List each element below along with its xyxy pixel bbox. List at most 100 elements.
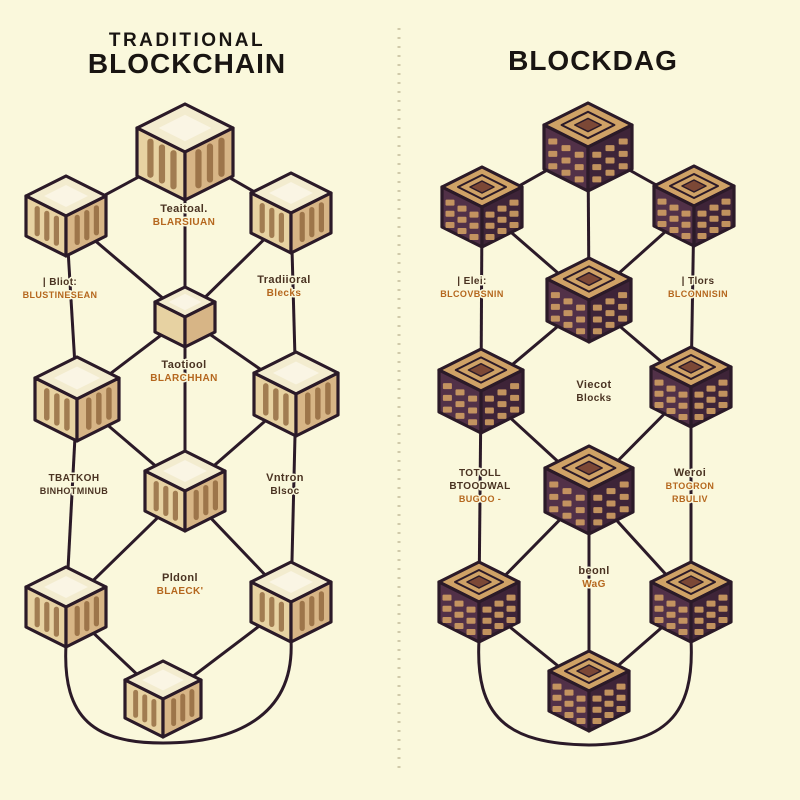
cube-top-core — [575, 460, 603, 476]
circuit-dot-texture — [468, 419, 478, 426]
circuit-dot-texture — [605, 145, 615, 152]
circuit-dot-texture — [574, 164, 584, 171]
circuit-dot-texture — [592, 316, 602, 323]
circuit-dot-texture — [592, 695, 602, 702]
circuit-dot-texture — [681, 233, 691, 239]
cube-top-core — [681, 179, 707, 193]
circuit-dot-texture — [442, 605, 452, 612]
circuit-dot-texture — [510, 406, 520, 413]
circuit-dot-texture — [509, 210, 519, 217]
cube-top-highlight — [272, 361, 320, 385]
circuit-dot-texture — [709, 215, 719, 222]
circuit-dot-texture — [576, 304, 586, 311]
cube-top-core — [574, 117, 602, 133]
circuit-dot-texture — [576, 718, 586, 724]
circuit-dot-texture — [576, 695, 586, 702]
circuit-dot-texture — [678, 617, 688, 624]
circuit-dot-texture — [442, 406, 452, 413]
block-label-line: BUGOO - — [459, 494, 501, 504]
cube-top-core — [678, 360, 704, 374]
block-label-line: BLARCHHAN — [150, 373, 217, 384]
circuit-dot-texture — [654, 605, 664, 612]
circuit-dot-texture — [563, 321, 573, 328]
circuit-dot-texture — [694, 391, 704, 398]
circuit-dot-texture — [548, 150, 558, 157]
right-title: BLOCKDAG — [508, 45, 678, 76]
cube-top-inset-outline — [457, 174, 507, 200]
circuit-dot-texture — [494, 623, 504, 629]
circuit-dot-texture — [454, 611, 464, 618]
circuit-dot-texture — [466, 629, 476, 635]
circuit-dot-texture — [484, 395, 494, 402]
circuit-dot-texture — [657, 221, 667, 227]
circuit-dot-texture — [469, 222, 479, 229]
circuit-dot-texture — [457, 216, 467, 223]
circuit-dot-texture — [618, 163, 628, 170]
circuit-dot-texture — [718, 605, 728, 612]
circuit-dot-texture — [564, 700, 574, 707]
block-label-line: BLARSIUAN — [153, 217, 216, 228]
circuit-dot-texture — [678, 606, 688, 613]
circuit-dot-texture — [561, 145, 571, 152]
block-label-line: BLAECK' — [157, 586, 204, 597]
circuit-dot-texture — [457, 205, 467, 212]
cube-top-core — [467, 362, 495, 378]
cube-top-inset-outline — [560, 110, 616, 140]
circuit-dot-texture — [510, 394, 520, 401]
circuit-dot-texture — [485, 234, 495, 240]
dag-block-cube — [440, 165, 524, 249]
circuit-dot-texture — [592, 151, 602, 158]
dag-block-cube — [652, 164, 736, 248]
circuit-dot-texture — [616, 694, 626, 701]
circuit-dot-texture — [509, 199, 519, 206]
circuit-dot-texture — [606, 512, 616, 519]
circuit-dot-texture — [654, 379, 664, 386]
circuit-dot-texture — [618, 150, 628, 157]
block-label-line: WaG — [582, 579, 606, 590]
circuit-dot-texture — [605, 321, 615, 328]
circuit-dot-texture — [457, 228, 467, 234]
cube-top-highlight — [44, 576, 88, 598]
circuit-dot-texture — [549, 506, 559, 513]
cube-top-inset-outline — [666, 569, 716, 595]
cube-top-core — [469, 180, 495, 194]
block-label-line: Blecks — [267, 288, 302, 299]
cube-top-core — [575, 271, 603, 287]
cube-top-highlight — [269, 182, 313, 204]
circuit-dot-texture — [485, 222, 495, 229]
circuit-dot-texture — [552, 706, 562, 712]
circuit-dot-texture — [593, 507, 603, 514]
circuit-dot-texture — [445, 199, 455, 206]
circuit-dot-texture — [694, 402, 704, 409]
chain-block-cube — [24, 174, 108, 258]
block-label-line: | Tlors — [682, 276, 715, 287]
cube-top-highlight — [53, 366, 101, 390]
circuit-dot-texture — [709, 204, 719, 211]
chain-block-cube — [249, 171, 333, 255]
chain-block-cube — [252, 350, 340, 438]
circuit-dot-texture — [575, 494, 585, 501]
circuit-dot-texture — [654, 594, 664, 601]
circuit-dot-texture — [606, 488, 616, 495]
circuit-dot-texture — [706, 623, 716, 629]
circuit-dot-texture — [592, 328, 602, 335]
circuit-dot-texture — [574, 176, 584, 183]
circuit-dot-texture — [666, 611, 676, 618]
circuit-dot-texture — [494, 611, 504, 618]
circuit-dot-texture — [592, 304, 602, 311]
circuit-dot-texture — [506, 605, 516, 612]
circuit-dot-texture — [548, 138, 558, 145]
circuit-dot-texture — [482, 629, 492, 635]
circuit-dot-texture — [497, 401, 507, 408]
circuit-dot-texture — [706, 385, 716, 392]
circuit-dot-texture — [604, 689, 614, 696]
circuit-dot-texture — [592, 164, 602, 171]
circuit-dot-texture — [721, 198, 731, 205]
circuit-dot-texture — [654, 390, 664, 397]
dag-block-cube — [649, 345, 733, 429]
circuit-dot-texture — [593, 494, 603, 501]
block-connection-curve — [587, 638, 693, 747]
cube-top-inset-outline — [454, 356, 508, 384]
